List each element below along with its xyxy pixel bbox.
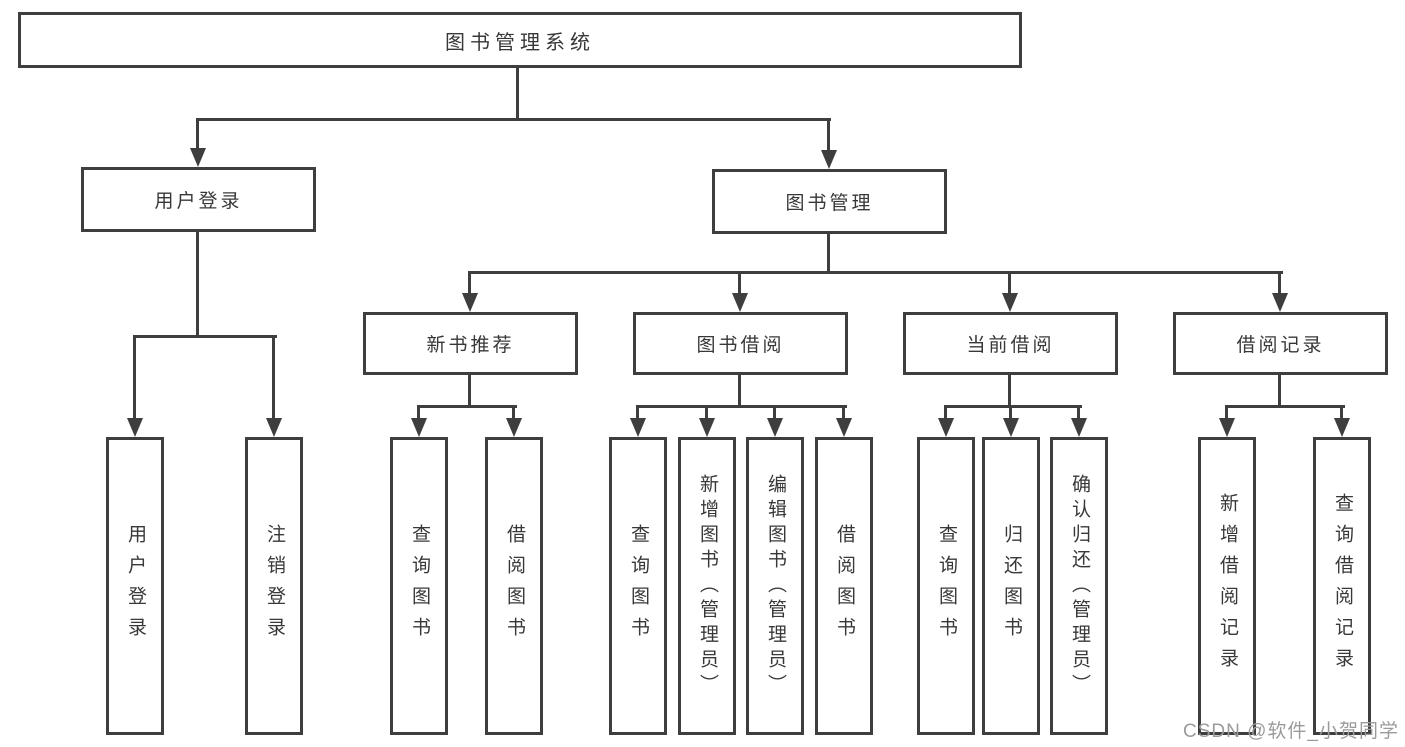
leaf-query-books-recommend: 查询图书 [390,437,448,735]
leaf-borrow-books-borrowing: 借阅图书 [815,437,873,735]
node-book-management: 图书管理 [712,169,947,234]
leaf-edit-books-admin: 编辑图书（管理员） [746,437,804,735]
connector-leaf-drop [1225,405,1228,421]
leaf-return-books-label: 归还图书 [1000,524,1022,648]
node-borrowing-records-label: 借阅记录 [1236,335,1325,356]
connector-leaf-drop [842,405,845,421]
connector-user-login-bar [133,335,277,338]
connector-root-stem [516,67,519,121]
node-library-management-system-label: 图书管理系统 [445,31,595,54]
connector-level2-bar [196,118,831,121]
node-current-borrowing-label: 当前借阅 [966,335,1055,356]
connector-leaf-drop [944,405,947,421]
connector-level3-drop [1008,271,1011,296]
arrow-down-icon [699,418,715,437]
leaf-query-books-recommend-label: 查询图书 [408,524,430,648]
arrow-down-icon [1003,418,1019,437]
leaf-return-books: 归还图书 [982,437,1040,735]
connector-leaf-drop [133,335,136,421]
leaf-confirm-return-admin: 确认归还（管理员） [1050,437,1108,735]
connector-book-management-stem [827,234,830,274]
connector-leaf-drop [417,405,420,421]
leaf-query-borrowing-record-label: 查询借阅记录 [1331,493,1353,679]
arrow-down-icon [462,293,478,312]
connector-user-login-stem [196,232,199,338]
arrow-down-icon [190,148,206,167]
node-borrowing-records: 借阅记录 [1173,312,1388,375]
node-book-management-label: 图书管理 [785,193,874,214]
leaf-borrow-books-borrowing-label: 借阅图书 [833,524,855,648]
arrow-down-icon [506,418,522,437]
connector-leaf-drop [1077,405,1080,421]
arrow-down-icon [127,418,143,437]
leaf-add-borrowing-record-label: 新增借阅记录 [1216,493,1238,679]
connector-level3-bar [468,271,1283,274]
arrow-down-icon [836,418,852,437]
connector-current-bar [944,405,1082,408]
connector-records-bar [1225,405,1345,408]
connector-level3-drop [738,271,741,296]
arrow-down-icon [630,418,646,437]
leaf-borrow-books-recommend: 借阅图书 [485,437,543,735]
arrow-down-icon [1334,418,1350,437]
connector-level3-drop [1278,271,1281,296]
csdn-watermark: CSDN @软件_小贺同学 [1183,721,1399,742]
leaf-logout: 注销登录 [245,437,303,735]
connector-recommend-bar [417,405,517,408]
connector-leaf-drop [512,405,515,421]
connector-leaf-drop [705,405,708,421]
leaf-borrow-books-recommend-label: 借阅图书 [503,524,525,648]
leaf-add-borrowing-record: 新增借阅记录 [1198,437,1256,735]
leaf-logout-label: 注销登录 [263,524,285,648]
arrow-down-icon [938,418,954,437]
leaf-query-books-current-label: 查询图书 [935,524,957,648]
leaf-query-borrowing-record: 查询借阅记录 [1313,437,1371,735]
connector-level3-drop [468,271,471,296]
connector-recommend-stem [468,374,471,408]
arrow-down-icon [732,293,748,312]
connector-user-login-drop [196,118,199,151]
connector-borrowing-bar [636,405,847,408]
connector-current-stem [1008,374,1011,408]
connector-leaf-drop [636,405,639,421]
leaf-query-books-borrowing: 查询图书 [609,437,667,735]
leaf-query-books-borrowing-label: 查询图书 [627,524,649,648]
leaf-query-books-current: 查询图书 [917,437,975,735]
node-book-borrowing-label: 图书借阅 [696,335,785,356]
leaf-user-login: 用户登录 [106,437,164,735]
arrow-down-icon [767,418,783,437]
connector-leaf-drop [773,405,776,421]
leaf-add-books-admin-label: 新增图书（管理员） [696,473,718,699]
connector-borrowing-stem [738,374,741,408]
node-new-book-recommendation-label: 新书推荐 [426,335,515,356]
node-current-borrowing: 当前借阅 [903,312,1118,375]
leaf-edit-books-admin-label: 编辑图书（管理员） [764,473,786,699]
arrow-down-icon [821,150,837,169]
arrow-down-icon [1071,418,1087,437]
connector-records-stem [1278,374,1281,408]
node-book-borrowing: 图书借阅 [633,312,848,375]
connector-leaf-drop [272,335,275,421]
node-user-login: 用户登录 [81,167,316,232]
connector-leaf-drop [1340,405,1343,421]
node-library-management-system: 图书管理系统 [18,12,1022,68]
node-user-login-label: 用户登录 [154,191,243,212]
connector-book-management-drop [827,118,830,153]
node-new-book-recommendation: 新书推荐 [363,312,578,375]
leaf-user-login-label: 用户登录 [124,524,146,648]
arrow-down-icon [411,418,427,437]
arrow-down-icon [266,418,282,437]
arrow-down-icon [1002,293,1018,312]
arrow-down-icon [1272,293,1288,312]
connector-leaf-drop [1009,405,1012,421]
leaf-confirm-return-admin-label: 确认归还（管理员） [1068,473,1090,699]
arrow-down-icon [1219,418,1235,437]
leaf-add-books-admin: 新增图书（管理员） [678,437,736,735]
